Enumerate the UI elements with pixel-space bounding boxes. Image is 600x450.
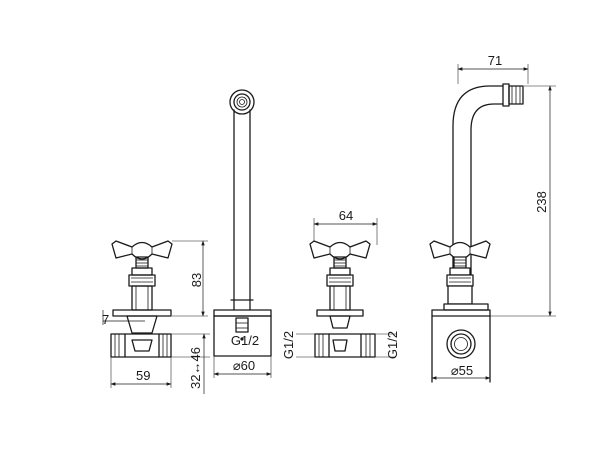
dim-7: 7 — [102, 312, 109, 327]
cross-handle — [111, 240, 173, 260]
dim-238: 238 — [534, 191, 549, 213]
dim-d60: ⌀60 — [233, 358, 255, 373]
spout-side-view: 71 238 ⌀55 — [429, 53, 556, 383]
dim-83: 83 — [189, 273, 204, 287]
dim-g12-left: G1/2 — [281, 331, 296, 359]
valve-front-view: 64 G1/2 G1/2 — [281, 208, 400, 359]
dim-g12-right: G1/2 — [385, 331, 400, 359]
dim-g12-spout: G1/2 — [231, 333, 259, 348]
wall-flange — [112, 309, 172, 317]
bent-spout — [452, 85, 504, 301]
inlet-body-front — [314, 333, 376, 358]
dim-d55: ⌀55 — [451, 363, 473, 378]
dim-32-46: 32↔46 — [188, 347, 203, 389]
spout-flange — [213, 309, 272, 317]
wall-flange-front — [316, 309, 364, 317]
dim-59: 59 — [136, 368, 150, 383]
dim-64: 64 — [339, 208, 353, 223]
spout-front-view: G1/2 ⌀60 — [213, 89, 272, 378]
valve-side-view: 83 7 59 32↔46 — [102, 240, 210, 394]
dim-71: 71 — [488, 53, 502, 68]
inlet-body — [110, 333, 172, 358]
cross-handle-front — [309, 240, 371, 260]
side-flange — [431, 309, 491, 317]
